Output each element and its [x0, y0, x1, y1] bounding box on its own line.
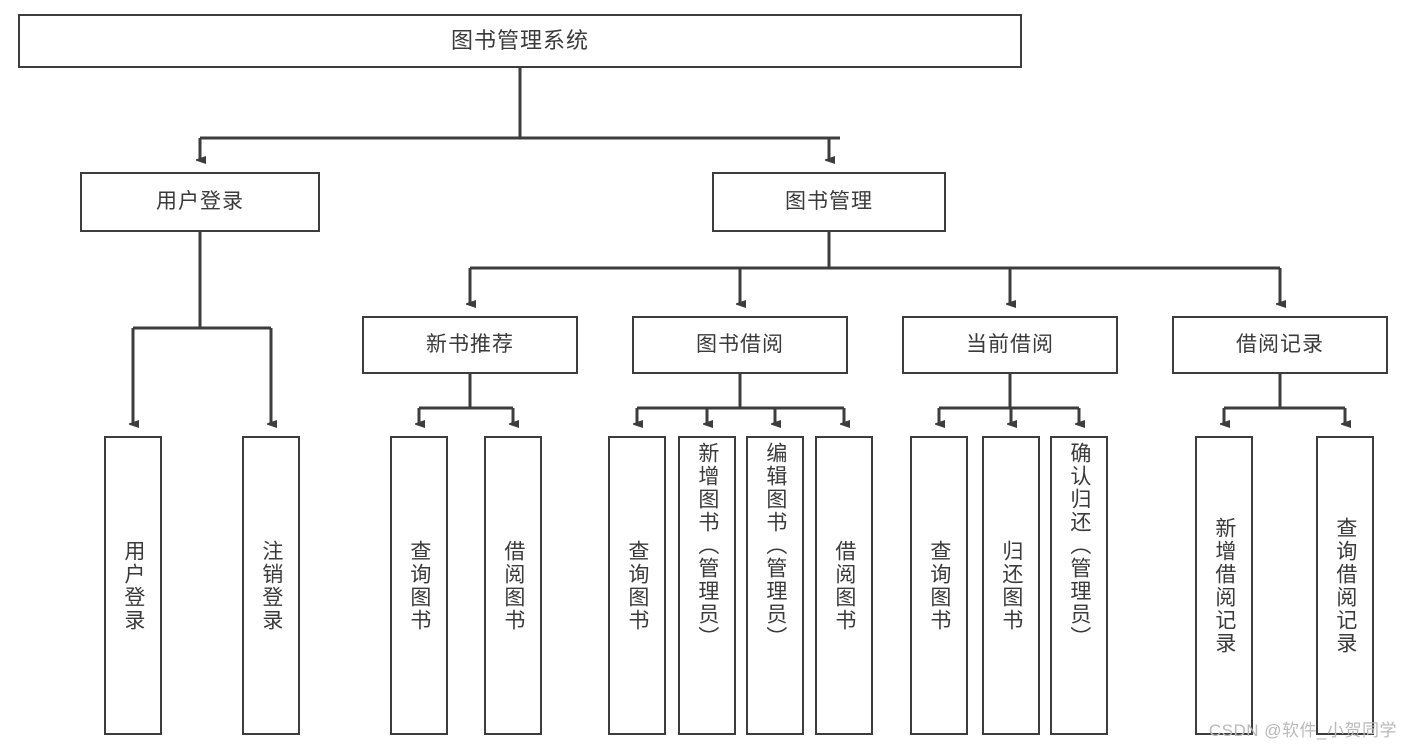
node-leaf-query-borrow-record[interactable]: 查询借阅记录: [1316, 436, 1374, 735]
node-current-borrow-label: 当前借阅: [966, 333, 1054, 357]
node-leaf-confirm-return-admin[interactable]: 确认归还（管理员）: [1050, 436, 1108, 735]
node-book-borrow-label: 图书借阅: [696, 333, 784, 357]
node-root-label: 图书管理系统: [450, 27, 589, 53]
node-leaf-add-book-admin-label: 新增图书（管理员）: [695, 442, 719, 649]
node-book-borrow[interactable]: 图书借阅: [632, 316, 848, 374]
node-leaf-borrow-book-2[interactable]: 借阅图书: [815, 436, 873, 735]
node-leaf-query-book-1[interactable]: 查询图书: [390, 436, 448, 735]
node-leaf-query-borrow-record-label: 查询借阅记录: [1333, 516, 1357, 655]
node-leaf-confirm-return-admin-label: 确认归还（管理员）: [1067, 442, 1091, 649]
node-current-borrow[interactable]: 当前借阅: [902, 316, 1118, 374]
node-leaf-user-login[interactable]: 用户登录: [104, 436, 162, 735]
node-leaf-edit-book-admin-label: 编辑图书（管理员）: [763, 442, 787, 649]
node-leaf-user-logout[interactable]: 注销登录: [242, 436, 300, 735]
node-leaf-user-login-label: 用户登录: [121, 539, 145, 632]
node-leaf-borrow-book-1-label: 借阅图书: [501, 539, 525, 632]
node-leaf-add-borrow-record[interactable]: 新增借阅记录: [1195, 436, 1253, 735]
node-leaf-return-book[interactable]: 归还图书: [982, 436, 1040, 735]
node-borrow-record-label: 借阅记录: [1236, 333, 1324, 357]
node-leaf-add-borrow-record-label: 新增借阅记录: [1212, 516, 1236, 655]
node-leaf-query-book-1-label: 查询图书: [407, 539, 431, 632]
node-borrow-record[interactable]: 借阅记录: [1172, 316, 1388, 374]
node-leaf-query-book-3[interactable]: 查询图书: [910, 436, 968, 735]
node-user-login[interactable]: 用户登录: [80, 172, 320, 232]
node-book-management-label: 图书管理: [785, 190, 873, 214]
node-leaf-query-book-2-label: 查询图书: [625, 539, 649, 632]
node-leaf-query-book-2[interactable]: 查询图书: [608, 436, 666, 735]
node-leaf-edit-book-admin[interactable]: 编辑图书（管理员）: [746, 436, 804, 735]
watermark-text: CSDN @软件_小贺同学: [1208, 721, 1397, 740]
node-leaf-return-book-label: 归还图书: [999, 539, 1023, 632]
node-root[interactable]: 图书管理系统: [18, 14, 1022, 68]
node-leaf-borrow-book-2-label: 借阅图书: [832, 539, 856, 632]
node-user-login-label: 用户登录: [156, 190, 244, 214]
node-book-management[interactable]: 图书管理: [712, 172, 946, 232]
node-leaf-query-book-3-label: 查询图书: [927, 539, 951, 632]
node-leaf-borrow-book-1[interactable]: 借阅图书: [484, 436, 542, 735]
node-leaf-user-logout-label: 注销登录: [259, 539, 283, 632]
node-new-book-recommend[interactable]: 新书推荐: [362, 316, 578, 374]
node-leaf-add-book-admin[interactable]: 新增图书（管理员）: [678, 436, 736, 735]
node-new-book-recommend-label: 新书推荐: [426, 333, 514, 357]
